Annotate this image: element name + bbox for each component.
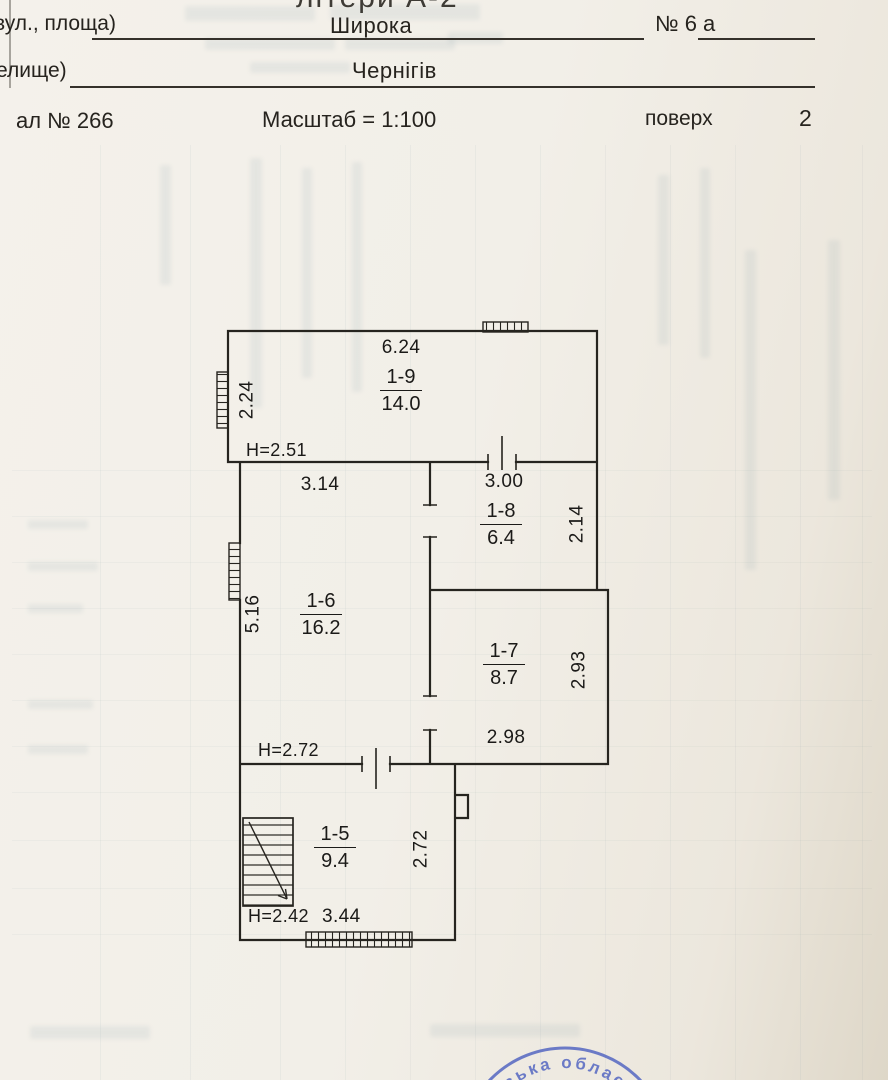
dim-r8-width: 3.00 [484,471,524,492]
room-1-7-area: 8.7 [490,667,518,689]
house-number: № 6 а [655,11,716,36]
room-1-9-label: 1-9 14.0 [366,366,436,416]
room-1-8-area: 6.4 [487,527,515,549]
room-1-7-label: 1-7 8.7 [469,640,539,690]
left-margin-line [9,0,11,88]
room-1-6-label: 1-6 16.2 [286,590,356,640]
room-1-5-number: 1-5 [313,823,357,848]
house-number-underline [698,38,815,40]
room-1-6-area: 16.2 [301,617,341,639]
dim-r5-width: 3.44 [322,906,361,927]
floor-label: поверх [645,107,713,130]
floor-value: 2 [799,105,812,131]
room-1-5-area: 9.4 [321,850,349,872]
street-underline [92,38,644,40]
room-1-9-number: 1-9 [379,366,423,391]
door-openings [361,436,517,789]
dim-r7-width: 2.98 [486,727,526,748]
dim-r9-ceiling-height: H=2.51 [246,440,307,460]
dim-r6-width: 3.14 [300,474,340,495]
round-stamp: ська облас [487,1046,643,1080]
street-field-label: вул., площа) [0,12,116,35]
room-1-9-area: 14.0 [381,393,421,415]
dim-r5-ceiling-height: H=2.42 [248,906,309,926]
settlement-field-value: Чернігів [352,58,437,83]
street-field-value: Широка [330,13,413,38]
room-1-8-label: 1-8 6.4 [466,500,536,550]
sheet-number: ал № 266 [16,108,114,133]
settlement-field-label: елище) [0,59,67,82]
room-1-7-number: 1-7 [482,640,526,665]
dim-r9-width: 6.24 [381,337,421,358]
dim-r8-right: 2.14 [566,504,588,544]
room-1-6-number: 1-6 [299,590,343,615]
windows [216,321,529,948]
dim-r6-left: 5.16 [242,594,264,634]
scale-label: Масштаб = 1:100 [262,107,437,132]
dim-r5-right: 2.72 [410,829,432,869]
stamp-arc-text: ська облас [500,1053,628,1080]
staircase [242,817,294,907]
settlement-underline [70,86,815,88]
room-1-8-number: 1-8 [479,500,523,525]
dim-r9-left: 2.24 [236,380,258,420]
dim-r6-ceiling-height: H=2.72 [258,740,319,760]
cut-top-text: літери А-2 [296,0,459,15]
dim-r7-right: 2.93 [568,650,590,690]
room-1-5-label: 1-5 9.4 [300,823,370,873]
svg-text:ська облас: ська облас [500,1053,631,1080]
